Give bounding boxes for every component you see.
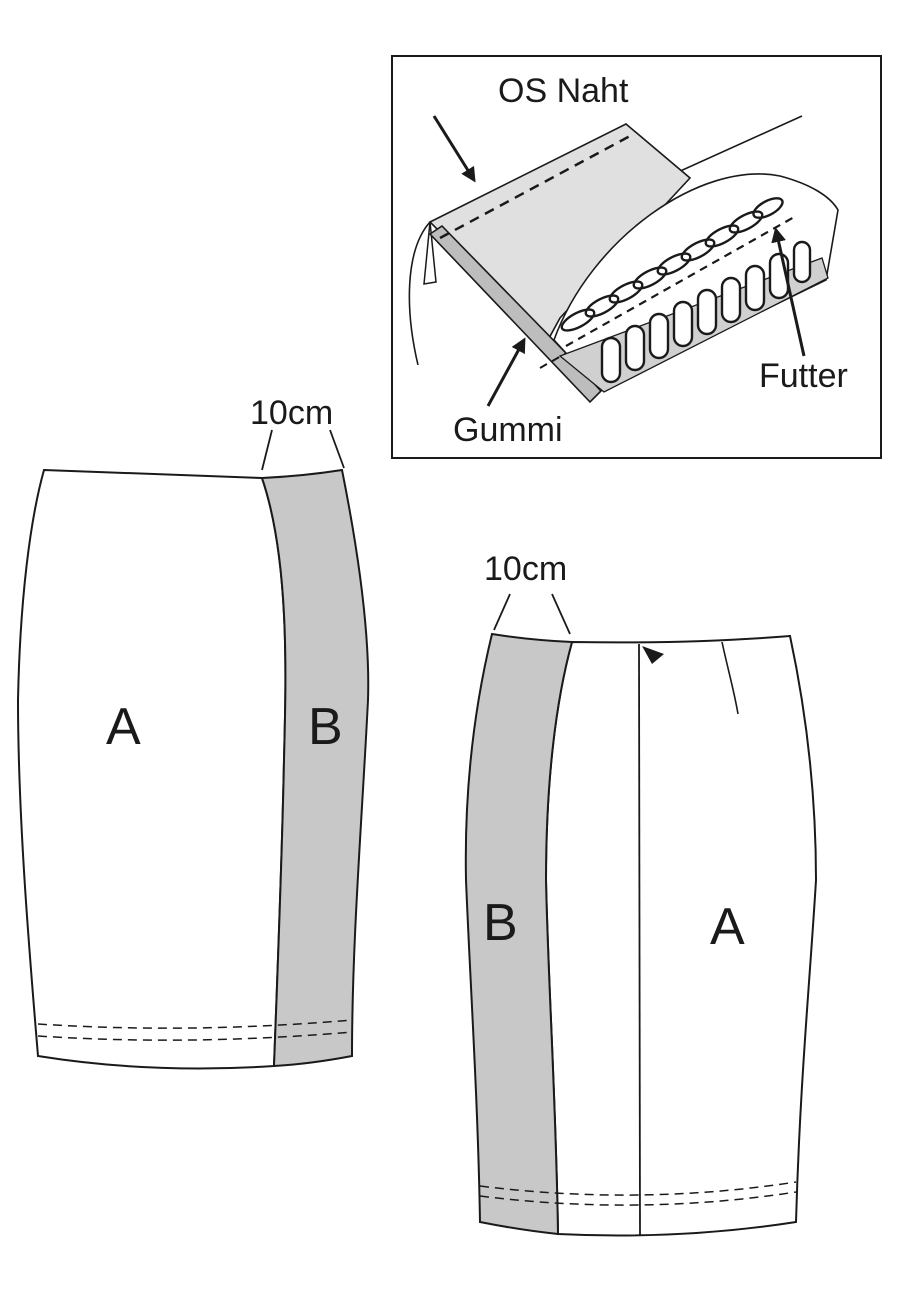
front-width-tick-left: [493, 593, 511, 631]
inset-label-os-naht: OS Naht: [498, 72, 629, 110]
back-panel-b-label: B: [308, 698, 343, 756]
front-center-seam: [638, 643, 641, 1237]
inset-lining-seam-dashed: [565, 215, 797, 347]
back-panel-a-label: A: [106, 698, 141, 756]
back-hem-stitch-2: [37, 1031, 353, 1041]
back-panel-a: [16, 468, 287, 1070]
front-notch-marker: [642, 646, 664, 664]
back-width-label: 10cm: [250, 394, 333, 432]
inset-fold-flap: [423, 221, 437, 285]
waistband-detail-inset: OS Naht Gummi Futter: [391, 55, 882, 459]
front-panel-a: [544, 634, 818, 1237]
inset-lining-left-curve: [408, 221, 431, 366]
front-panel-a-label: A: [710, 898, 745, 956]
back-width-tick-left: [261, 429, 273, 471]
inset-os-seam-dashed: [439, 134, 631, 240]
front-panel-b-label: B: [483, 894, 518, 952]
inset-os-naht-arrow: [432, 115, 476, 183]
front-panel-b: [464, 632, 574, 1236]
front-width-tick-right: [551, 593, 571, 635]
skirt-front-view: 10cm A B: [464, 550, 818, 1237]
inset-label-futter: Futter: [759, 357, 848, 395]
inset-label-gummi: Gummi: [453, 411, 563, 449]
inset-chain-stitch: [560, 197, 784, 332]
front-dart: [721, 641, 739, 715]
back-hem-stitch-1: [37, 1019, 353, 1029]
back-width-tick-right: [329, 429, 345, 469]
skirt-back-view: 10cm A B: [16, 394, 370, 1070]
front-hem-stitch-1: [479, 1181, 797, 1196]
front-hem-stitch-2: [479, 1191, 797, 1206]
inset-futter-arrow: [771, 227, 806, 357]
back-panel-b: [260, 468, 370, 1068]
front-width-label: 10cm: [484, 550, 567, 588]
inset-overlock-coils: [600, 240, 812, 384]
inset-gummi-arrow: [486, 337, 526, 407]
